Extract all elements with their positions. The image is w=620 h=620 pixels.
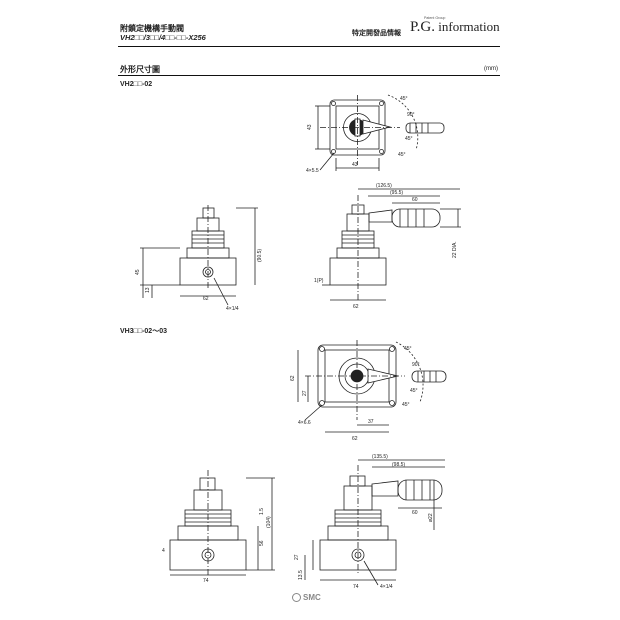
- model-heading-vh2: VH2□□-02: [120, 81, 153, 88]
- dim-label: 43: [352, 162, 358, 168]
- dim-label: 45°: [404, 346, 412, 352]
- dim-label: 27: [302, 390, 308, 396]
- section-title: 外形尺寸圖: [120, 65, 160, 74]
- pg-information-logo: Patent Group P.G. information: [410, 16, 500, 36]
- dim-label: 74: [353, 584, 359, 590]
- dim-label: 1(P): [314, 278, 324, 284]
- dim-label: 4×1/4: [226, 306, 239, 312]
- dim-label: 27: [294, 554, 300, 560]
- dim-label: (90.5): [257, 249, 263, 262]
- dim-label: ø22: [428, 513, 434, 522]
- vh3-side-view: [304, 459, 445, 586]
- dim-label: 45°: [402, 402, 410, 408]
- logo-word: information: [438, 19, 500, 34]
- dim-label: 4: [162, 548, 165, 554]
- dim-label: (104): [266, 516, 272, 528]
- logo-main: P.G.: [410, 19, 436, 35]
- dim-label: 45°: [398, 152, 406, 158]
- dim-label: 4×1/4: [380, 584, 393, 590]
- vh3-front-view: [169, 470, 275, 576]
- dim-label: 4×6.6: [298, 420, 311, 426]
- dim-label: 1.5: [259, 508, 265, 515]
- vh2-side-view: [322, 188, 461, 301]
- vh3-top-view: [297, 340, 447, 433]
- dim-label: 60: [412, 510, 418, 516]
- special-product-label: 特定開發品情報: [352, 30, 401, 37]
- dim-label: 62: [203, 296, 209, 302]
- vh2-top-view: [315, 94, 445, 171]
- document-title: 附鎖定機構手動閥: [120, 24, 184, 33]
- dim-label: 90°: [407, 112, 415, 118]
- dim-label: 4×5.5: [306, 168, 319, 174]
- dim-label: 90°: [412, 362, 420, 368]
- dim-label: 62: [353, 304, 359, 310]
- dim-label: (135.5): [372, 454, 388, 460]
- dim-label: (126.5): [376, 183, 392, 189]
- logo-subtitle: Patent Group: [424, 16, 446, 20]
- dim-label: 62: [352, 436, 358, 442]
- dim-label: 56: [259, 540, 265, 546]
- vh2-front-view: [140, 205, 258, 306]
- model-heading-vh3: VH3□□-02～03: [120, 328, 167, 335]
- smc-logo: SMC: [292, 593, 321, 603]
- dim-label: 45: [135, 269, 141, 275]
- dim-label: (98.5): [392, 462, 405, 468]
- dim-label: 45°: [410, 388, 418, 394]
- dim-label: 37: [368, 419, 374, 425]
- dim-label: 74: [203, 578, 209, 584]
- dim-label: 13.5: [298, 570, 304, 580]
- dim-label: 22 DIA.: [452, 241, 458, 258]
- section-divider: [118, 75, 500, 76]
- dim-label: 13: [145, 287, 151, 293]
- dim-label: 45°: [400, 96, 408, 102]
- dim-label: 45°: [405, 136, 413, 142]
- header-divider: [118, 46, 500, 47]
- dim-label: 62: [290, 375, 296, 381]
- dim-label: 43: [307, 124, 313, 130]
- dim-label: 60: [412, 197, 418, 203]
- brand-name: SMC: [303, 593, 321, 602]
- model-code: VH2□□/3□□/4□□-□□-X256: [120, 33, 206, 42]
- unit-label: (mm): [484, 66, 498, 72]
- smc-circle-icon: [292, 593, 301, 603]
- dim-label: (95.5): [390, 190, 403, 196]
